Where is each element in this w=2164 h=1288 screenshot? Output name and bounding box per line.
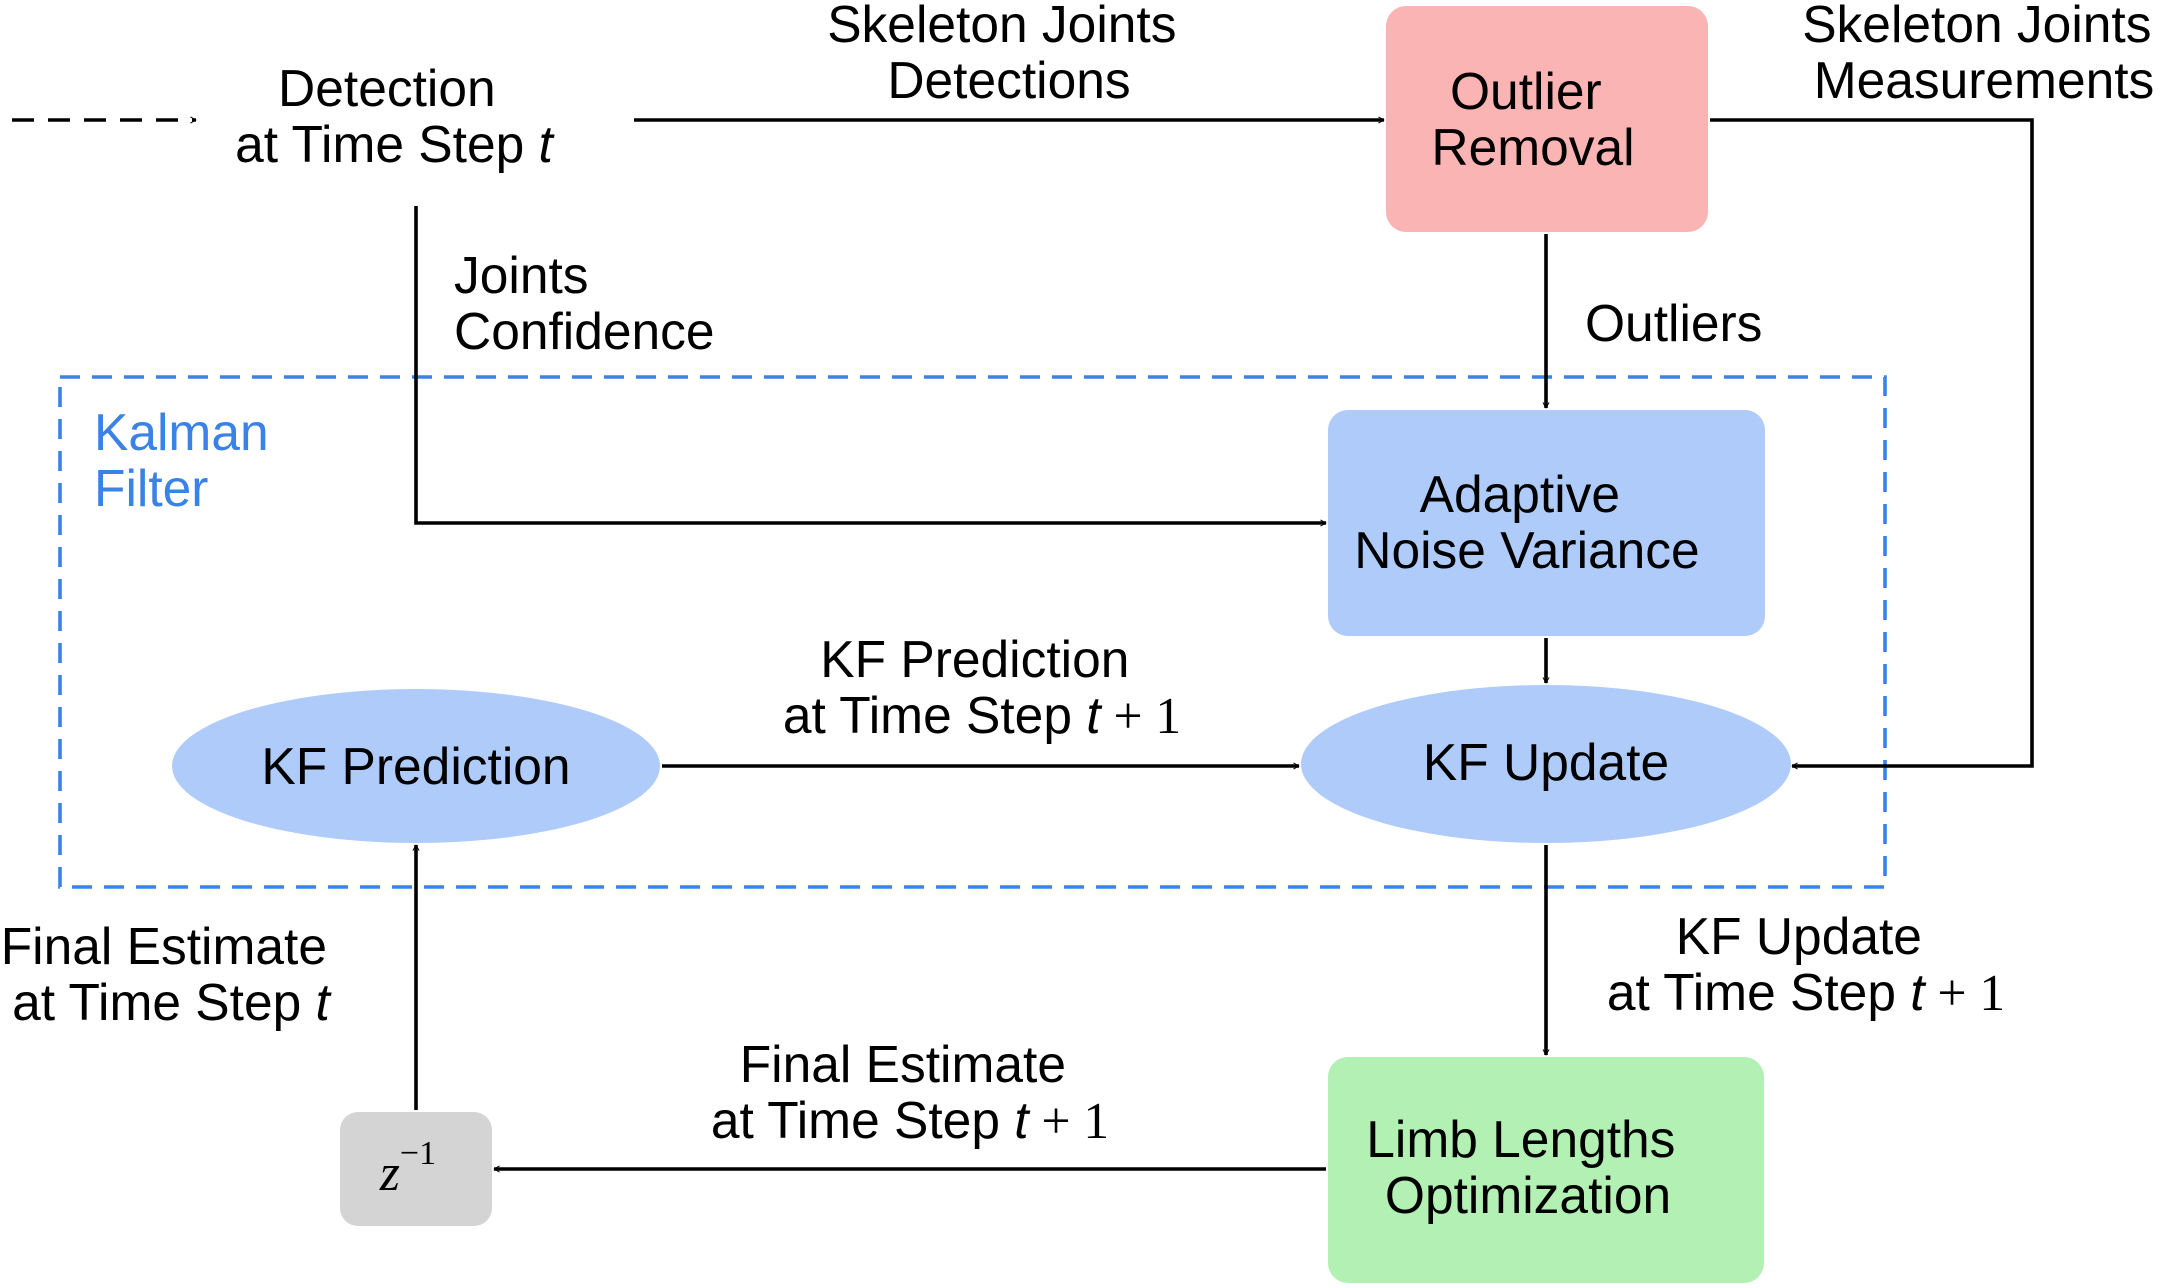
edge-label-final-estimate-t1: Final Estimate at Time Step t + 1 <box>711 1035 1109 1150</box>
kalman-filter-label: Kalman Filter <box>94 403 283 517</box>
limb-lengths-optimization-label: Limb Lengths Optimization <box>1366 1110 1690 1224</box>
edge-label-detections: Skeleton Joints Detections <box>827 0 1191 109</box>
delay-label: z−1 <box>379 1135 436 1202</box>
limb-lengths-optimization-box <box>1328 1057 1764 1283</box>
edge-label-outliers: Outliers <box>1585 294 1762 352</box>
detection-node-label: Detection at Time Step t <box>235 59 555 173</box>
delay-block <box>340 1112 492 1226</box>
edge-confidence <box>414 206 1327 527</box>
kalman-filter-group <box>58 375 1887 889</box>
edge-label-kf-update: KF Update at Time Step t + 1 <box>1607 907 2005 1022</box>
adaptive-noise-variance-label: Adaptive Noise Variance <box>1354 465 1699 579</box>
kf-update-label: KF Update <box>1423 733 1669 791</box>
edge-measurements <box>1710 118 2034 770</box>
edge-label-measurements: Skeleton Joints Measurements <box>1802 0 2164 109</box>
edge-label-confidence: Joints Confidence <box>454 246 715 360</box>
edge-label-final-estimate-t: Final Estimate at Time Step t <box>1 917 342 1031</box>
outlier-removal-label: Outlier Removal <box>1431 62 1634 176</box>
kf-prediction-ellipse <box>172 689 660 843</box>
kf-update-ellipse <box>1301 685 1791 843</box>
edge-label-kf-prediction: KF Prediction at Time Step t + 1 <box>783 630 1181 745</box>
kf-prediction-label: KF Prediction <box>261 737 570 795</box>
outlier-removal-box <box>1386 6 1708 232</box>
adaptive-noise-variance-box <box>1328 410 1765 636</box>
